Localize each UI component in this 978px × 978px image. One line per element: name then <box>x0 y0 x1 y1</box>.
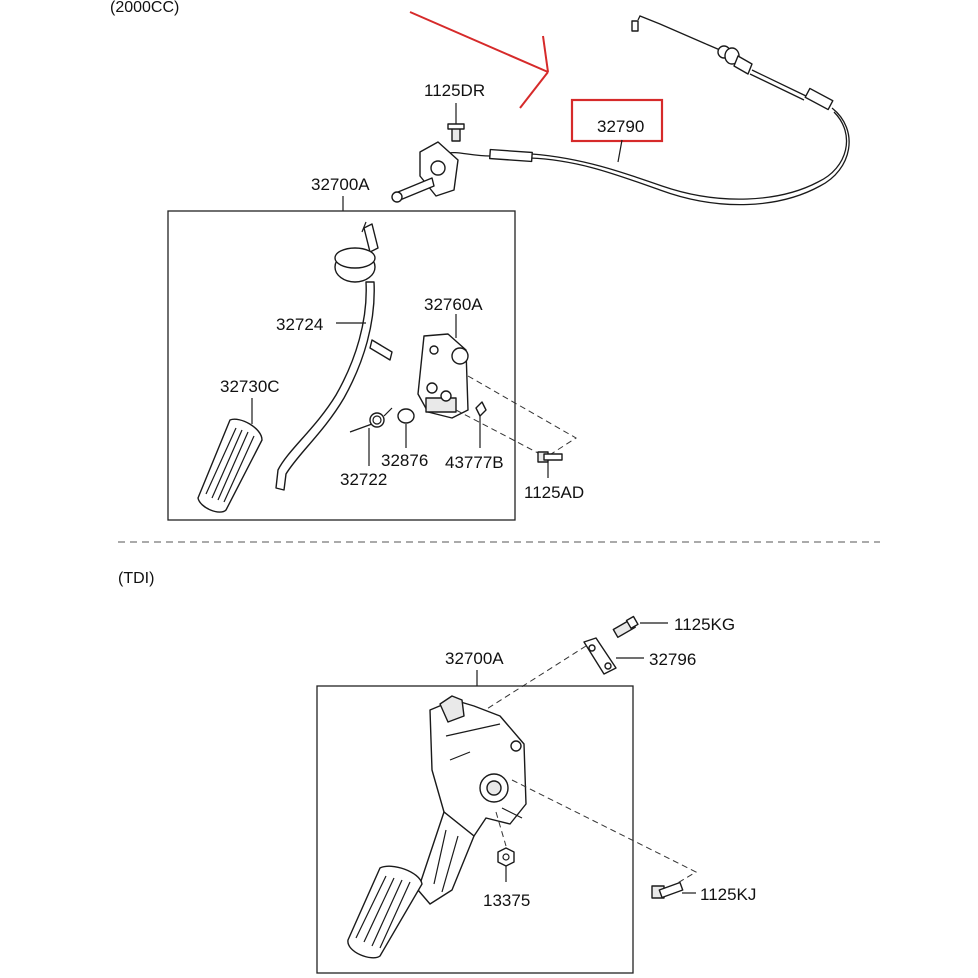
bolt-1125kj <box>651 881 696 899</box>
red-arrow-annotation <box>409 11 549 109</box>
section-title-tdi: (TDI) <box>118 570 154 587</box>
cable-bracket <box>391 141 459 203</box>
pedal-assembly-tdi <box>347 695 527 959</box>
clip-43777b <box>475 401 487 448</box>
label-32722: 32722 <box>340 470 387 489</box>
bolt-1125kg <box>612 615 668 639</box>
accelerator-cable <box>444 15 850 206</box>
label-32796: 32796 <box>649 650 696 669</box>
assembly-box-bottom <box>316 685 634 974</box>
label-32876: 32876 <box>381 451 428 470</box>
highlight-box-32790 <box>570 98 664 143</box>
assembly-box-top <box>167 210 516 521</box>
label-32790: 32790 <box>597 117 644 136</box>
bolt-1125ad <box>537 451 563 478</box>
label-13375: 13375 <box>483 891 530 910</box>
pedal-stopper <box>397 408 415 448</box>
label-32760a: 32760A <box>424 295 483 314</box>
label-1125kg: 1125KG <box>674 615 735 634</box>
pedal-pad-top <box>197 418 263 513</box>
label-32700a-bottom: 32700A <box>445 649 504 668</box>
nut-13375 <box>495 811 515 882</box>
label-1125ad: 1125AD <box>524 483 584 502</box>
label-43777b: 43777B <box>445 453 504 472</box>
bolt-1125dr <box>447 103 465 142</box>
return-spring <box>349 407 393 466</box>
pedal-arm <box>275 221 393 491</box>
section-title-2000cc: (2000CC) <box>110 0 179 16</box>
pedal-bracket-top <box>417 333 469 419</box>
label-32700a-top: 32700A <box>311 175 370 194</box>
label-32730c: 32730C <box>220 377 280 396</box>
label-1125kj: 1125KJ <box>700 885 756 904</box>
plate-32796 <box>583 637 644 675</box>
label-32724: 32724 <box>276 315 323 334</box>
label-1125dr: 1125DR <box>424 81 485 100</box>
